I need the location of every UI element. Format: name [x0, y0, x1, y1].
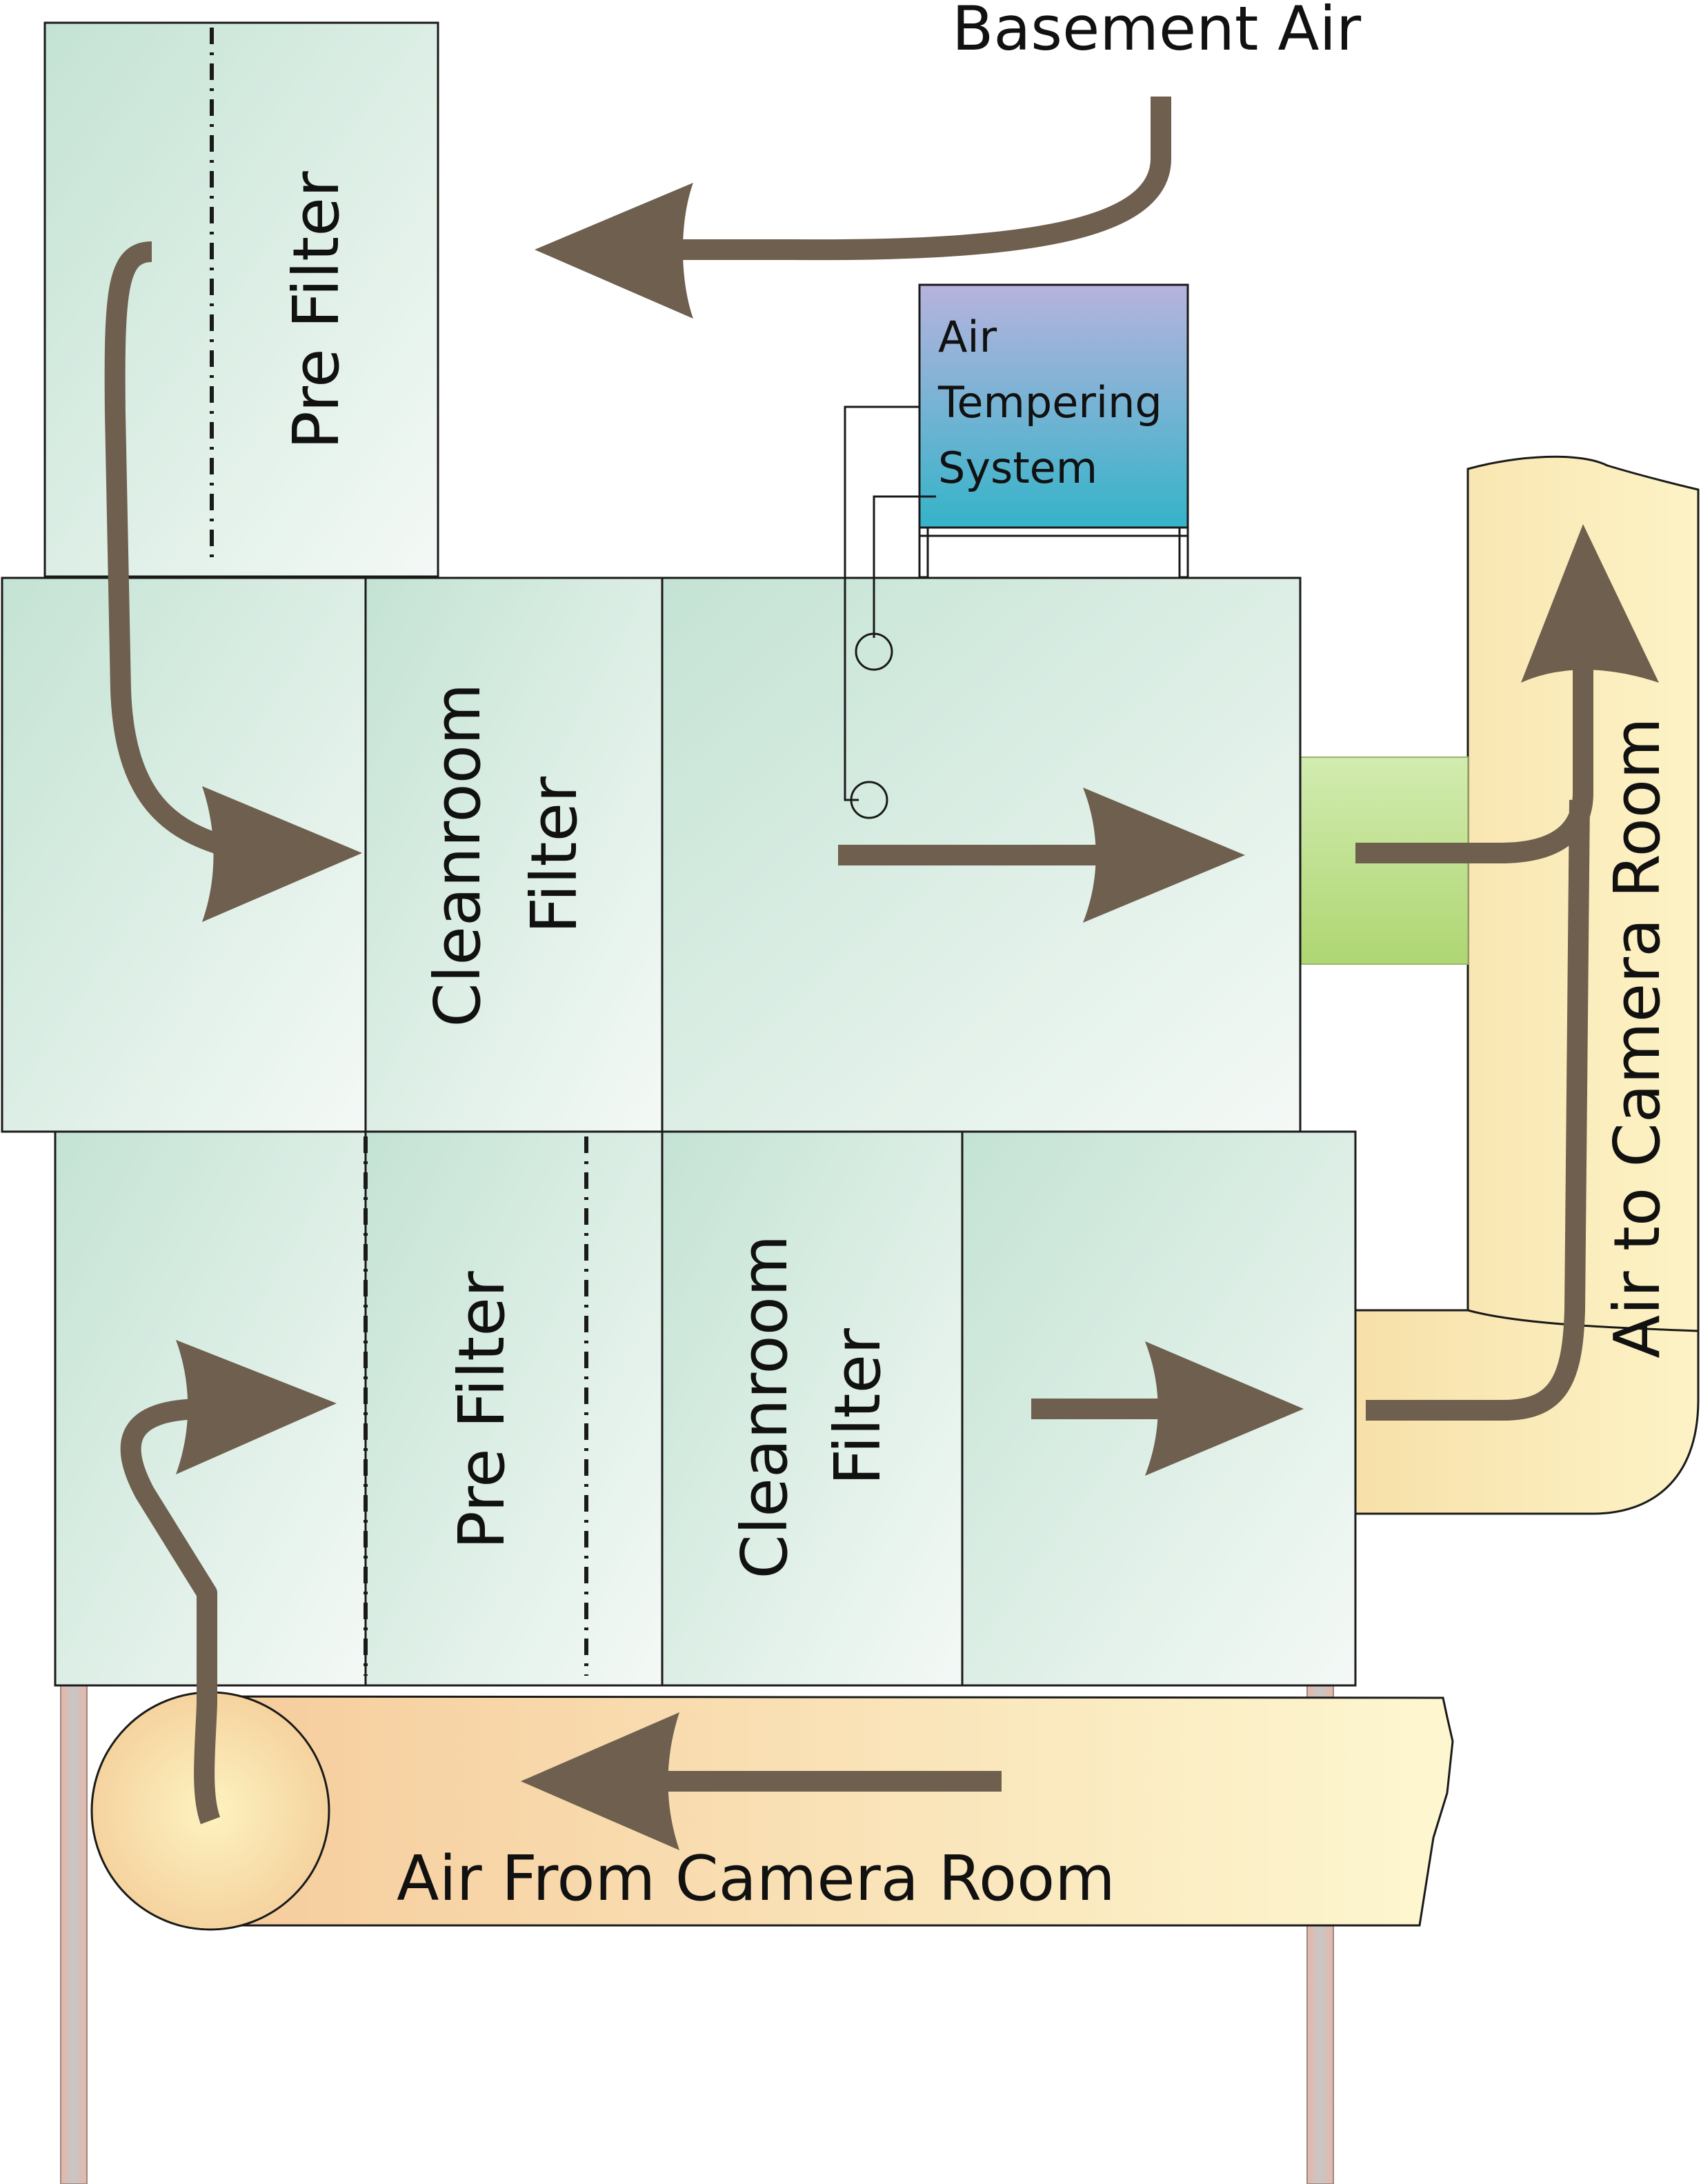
pre-filter-top-label: Pre Filter: [279, 171, 353, 450]
upper-unit-filter: [364, 577, 664, 1133]
pre-filter-lower-label: Pre Filter: [445, 1271, 519, 1550]
pre-filter-top-housing: [43, 21, 439, 578]
air-to-camera-room-label: Air to Camera Room: [1600, 717, 1674, 1358]
lower-intake-arrowhead: [176, 1340, 337, 1474]
return-flow-arrowhead: [521, 1712, 679, 1850]
upper-intake-flow: [104, 241, 224, 855]
cleanroom-filter-lower-line1: Cleanroom: [728, 1234, 802, 1579]
lower-outlet-flow: [1366, 799, 1590, 1421]
tempering-label-line2: Tempering: [937, 377, 1162, 428]
tempering-label-line1: Air: [938, 312, 997, 362]
control-valve-lower: [850, 781, 888, 819]
lower-supply-arrowhead: [1145, 1341, 1304, 1476]
tempering-label-line3: System: [938, 443, 1097, 493]
lower-intake-flow: [120, 1399, 221, 1825]
tempering-base: [918, 526, 1189, 537]
control-line-lower: [873, 495, 936, 638]
supply-duct-vertical: [1351, 455, 1700, 1515]
cleanroom-filter-upper-line1: Cleanroom: [421, 683, 495, 1027]
basement-air-label: Basement Air: [952, 0, 1362, 64]
upper-intake-arrowhead: [202, 786, 362, 922]
control-valve-upper: [855, 632, 893, 671]
cleanroom-filter-lower-line2: Filter: [821, 1328, 895, 1485]
return-duct: [209, 1695, 1454, 1927]
lower-unit-filter: [661, 1130, 964, 1687]
air-from-camera-room-label: Air From Camera Room: [397, 1843, 1115, 1915]
up-to-camera-room-arrowhead: [1521, 524, 1659, 683]
cleanroom-filter-upper-line2: Filter: [517, 777, 591, 934]
lower-unit-prefilter: [364, 1130, 664, 1687]
basement-air-flow: [662, 97, 1171, 261]
basement-air-arrowhead: [535, 183, 693, 319]
support-leg-left: [60, 1682, 88, 2184]
upper-supply-arrowhead: [1083, 788, 1245, 923]
